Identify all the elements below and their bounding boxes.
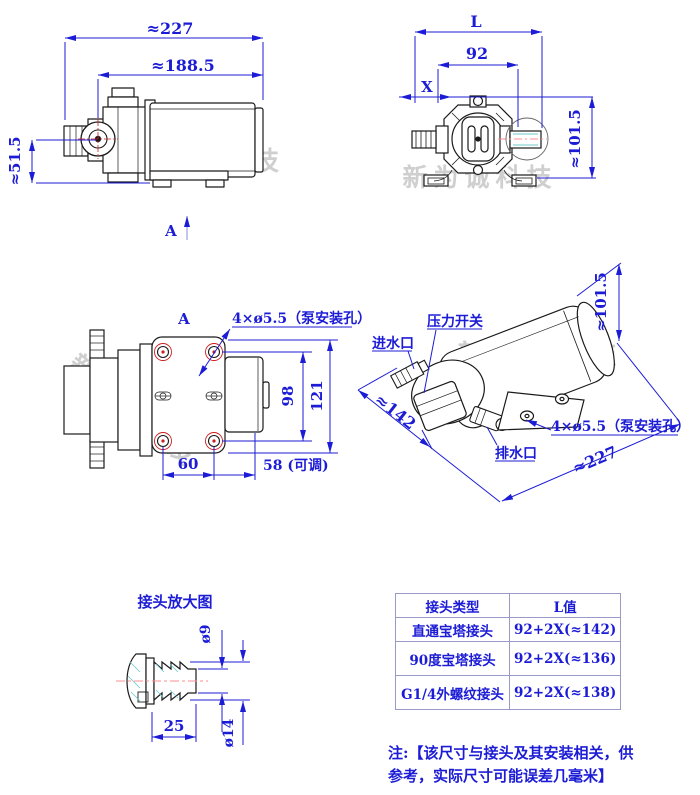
mount-hole <box>204 342 224 362</box>
mount-hole <box>204 431 224 451</box>
section-label: A <box>164 222 177 240</box>
top-detail-lines <box>90 335 259 462</box>
top-view: 新为诚科技 <box>62 310 371 480</box>
magnifier-circle <box>505 117 549 161</box>
table-header-type: 接头类型 <box>395 593 510 618</box>
dim-hole-span-h: 60 <box>178 455 199 473</box>
mount-hole <box>153 342 173 362</box>
fitting-type: 90度宝塔接头 <box>395 641 510 676</box>
top-dim-lines <box>162 326 352 480</box>
fitting-table: 接头类型 L值 直通宝塔接头 92+2X(≈142) 90度宝塔接头 92+2X… <box>395 593 622 710</box>
side-top-fitting <box>111 87 135 98</box>
iso-mount-holes-label: 4×ø5.5（泵安装孔） <box>551 418 690 435</box>
dim-connector-length: 25 <box>164 717 185 735</box>
side-port-centerline <box>78 119 118 159</box>
dim-connector-inner: ø9 <box>198 624 214 643</box>
front-top-screw <box>472 95 484 107</box>
dim-body-length: ≈188.5 <box>151 56 215 75</box>
side-motor-endcap <box>254 107 264 173</box>
iso-inlet-label: 进水口 <box>372 335 414 352</box>
iso-pressure-switch-label: 压力开关 <box>427 313 483 330</box>
side-detail-lines <box>69 107 255 173</box>
top-barb-up <box>89 329 105 361</box>
front-detail-lines <box>415 112 533 185</box>
iso-view: 新为诚科技 <box>357 262 690 503</box>
fitting-lvalue: 92+2X(≈142) <box>508 617 622 642</box>
top-head-block1 <box>63 365 91 435</box>
dim-total-length: ≈227 <box>147 19 194 38</box>
dim-side-height: ≈51.5 <box>6 136 24 185</box>
iso-inlet-barb <box>389 359 430 389</box>
table-row: 直通宝塔接头 92+2X(≈142) <box>395 617 622 642</box>
top-motor <box>224 356 264 433</box>
top-motor-cap <box>262 381 270 409</box>
dim-adjustable: 58 (可调) <box>263 458 329 474</box>
iso-dim-lines <box>357 262 681 503</box>
connector-dim-lines <box>151 630 250 745</box>
top-adapter <box>139 343 153 457</box>
side-bracket <box>149 170 229 181</box>
side-pump-head <box>102 106 151 174</box>
front-right-foot <box>511 174 537 187</box>
dim-front-ports: 92 <box>466 44 488 63</box>
dim-iso-length: ≈227 <box>570 442 621 478</box>
front-left-flange <box>435 125 449 154</box>
top-head-block3 <box>117 349 141 451</box>
dim-front-height: ≈101.5 <box>566 109 584 169</box>
table-header-row: 接头类型 L值 <box>395 593 622 618</box>
top-head-block2 <box>89 357 119 443</box>
connector-hatch <box>127 661 179 703</box>
front-left-barb <box>411 130 437 149</box>
fitting-lvalue: 92+2X(≈136) <box>508 641 622 676</box>
drawing-note: 注:【该尺寸与接头及其安装相关，供 参考，实际尺寸可能误差几毫米】 <box>388 742 656 788</box>
front-view: 新为诚科技 <box>399 12 596 192</box>
dim-front-length: L <box>470 12 481 31</box>
front-barb-hatch <box>513 133 538 146</box>
dim-hole-span-v: 98 <box>279 386 297 407</box>
fitting-lvalue: 92+2X(≈138) <box>508 675 622 710</box>
fitting-type: G1/4外螺纹接头 <box>395 675 510 710</box>
note-line-1: 注:【该尺寸与接头及其安装相关，供 <box>388 744 634 762</box>
dim-connector-outer: ø14 <box>221 718 237 747</box>
note-line-2: 参考，实际尺寸可能误差几毫米】 <box>388 767 614 785</box>
top-view-label: A <box>177 310 190 328</box>
fitting-type: 直通宝塔接头 <box>395 617 510 642</box>
mount-hole <box>153 431 173 451</box>
table-header-lvalue: L值 <box>508 593 622 618</box>
dim-overall-height: 121 <box>308 380 326 411</box>
fitting-table-container: 接头类型 L值 直通宝塔接头 92+2X(≈142) 90度宝塔接头 92+2X… <box>395 593 622 710</box>
connector-view: 接头放大图 ø9 ø14 25 <box>116 593 250 747</box>
connector-title: 接头放大图 <box>137 593 212 611</box>
front-dim-lines <box>399 29 596 179</box>
table-row: 90度宝塔接头 92+2X(≈136) <box>395 641 622 676</box>
side-view: 新为诚科技 <box>6 19 279 240</box>
side-dim-lines <box>29 35 264 184</box>
side-motor <box>149 102 256 178</box>
iso-outlet-label: 排水口 <box>495 445 537 462</box>
dim-front-offset: X <box>421 78 433 96</box>
dim-iso-height: ≈101.5 <box>592 272 610 332</box>
top-mount-holes-label: 4×ø5.5（泵安装孔） <box>232 310 371 327</box>
iso-bracket <box>497 391 585 431</box>
table-row: G1/4外螺纹接头 92+2X(≈138) <box>395 675 622 710</box>
front-bottom-screw <box>472 164 484 176</box>
